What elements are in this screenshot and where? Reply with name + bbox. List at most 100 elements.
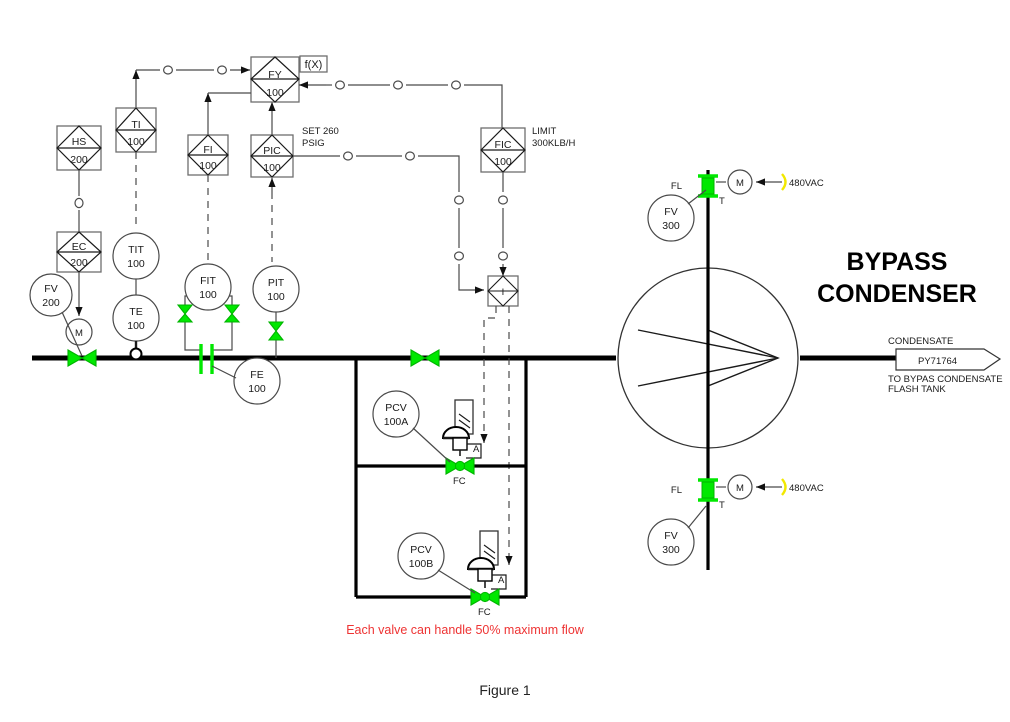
tit-100-tag: TIT (128, 244, 144, 256)
instrument-hs-200[interactable]: HS 200 (56, 125, 102, 171)
fic-100-number: 100 (494, 156, 512, 168)
fic-limit-line1: LIMIT (532, 126, 556, 137)
motor-fv200[interactable]: M (65, 318, 93, 346)
fv-200-number: 200 (42, 297, 60, 309)
valve-header-gate[interactable] (410, 349, 440, 367)
valve-fit-100-high-tap[interactable] (176, 304, 194, 323)
signal-fic-to-fy (299, 80, 503, 128)
tit-100-number: 100 (127, 258, 145, 270)
te-100-number: 100 (127, 320, 145, 332)
t-lower-label: T (719, 500, 725, 511)
signal-ti-to-fy (132, 65, 250, 108)
instrument-ip-converter[interactable]: I (487, 275, 519, 307)
instrument-pic-100[interactable]: PIC 100 (250, 134, 294, 178)
hs-200-tag: HS (72, 136, 87, 148)
pcv-100b-actuator-label: A (498, 575, 505, 586)
condensate-outlet-connector: CONDENSATE PY71764 TO BYPAS CONDENSATE F… (888, 336, 1003, 395)
fv-300-upper-tag: FV (664, 206, 677, 218)
fi-100-tag: FI (203, 144, 212, 156)
power-supply-upper: 480VAC (756, 173, 824, 191)
fe-100-tag: FE (250, 369, 263, 381)
fic-100-tag: FIC (495, 139, 512, 151)
pcv-100b-number: 100B (409, 558, 434, 570)
motor-fl-upper-label: M (736, 178, 744, 189)
instrument-pcv-100a[interactable]: PCV 100A (372, 390, 451, 463)
signal-pic-branch-to-ip (454, 176, 484, 294)
fi-100-number: 100 (199, 160, 217, 172)
instrument-fv-300-lower[interactable]: FV 300 (647, 505, 707, 566)
signal-fic-to-ip (498, 172, 509, 276)
instrument-fy-100[interactable]: FY 100 (250, 56, 300, 103)
fit-100-number: 100 (199, 289, 217, 301)
pic-setpoint-line1: SET 260 (302, 126, 339, 137)
instrument-te-100[interactable]: TE 100 (112, 294, 160, 342)
valve-fit-100-low-tap[interactable] (223, 304, 241, 323)
fv-300-lower-tag: FV (664, 530, 677, 542)
pic-100-number: 100 (263, 162, 281, 174)
te-100-tag: TE (129, 306, 142, 318)
outlet-service-label: CONDENSATE (888, 336, 953, 347)
pcv-100a-actuator-label: A (473, 444, 480, 455)
outlet-line-number: PY71764 (918, 356, 957, 367)
ec-200-number: 200 (70, 257, 88, 269)
instrument-fit-100[interactable]: FIT 100 (184, 263, 232, 311)
hs-200-number: 200 (70, 154, 88, 166)
fl-lower-label: FL (671, 485, 682, 496)
signal-pic-to-fic (293, 151, 460, 176)
ti-100-number: 100 (127, 136, 145, 148)
instrument-fe-100[interactable]: FE 100 (211, 357, 281, 405)
motor-fv200-label: M (75, 328, 83, 339)
valve-pit-100-isolation[interactable] (267, 321, 285, 341)
ec-200-tag: EC (72, 241, 87, 253)
title-line2: CONDENSER (817, 280, 977, 308)
control-valve-pcv-100a[interactable]: A FC (441, 399, 482, 487)
instrument-pcv-100b[interactable]: PCV 100B (397, 532, 476, 594)
valve-fv-200[interactable] (67, 349, 97, 367)
t-upper-label: T (719, 196, 725, 207)
power-supply-lower: 480VAC (756, 478, 824, 496)
valve-fl-lower[interactable]: FL T (671, 478, 725, 511)
instrument-pit-100[interactable]: PIT 100 (252, 265, 300, 313)
pic-100-setpoint-note: SET 260 PSIG (302, 126, 339, 149)
fv-200-tag: FV (44, 283, 57, 295)
instrument-fic-100[interactable]: FIC 100 (480, 127, 526, 173)
signal-hs-to-ec (74, 170, 84, 232)
outlet-destination-1: TO BYPAS CONDENSATE (888, 374, 1003, 385)
instrument-fv-300-upper[interactable]: FV 300 (647, 189, 707, 242)
instrument-fi-100[interactable]: FI 100 (187, 134, 229, 176)
pcv-100b-tag: PCV (410, 544, 432, 556)
fe-100-number: 100 (248, 383, 266, 395)
outlet-destination-2: FLASH TANK (888, 384, 946, 395)
signal-ip-to-pcv-100a (480, 306, 497, 443)
page-title: BYPASS CONDENSER (817, 248, 977, 308)
valve-fl-upper[interactable]: FL T (671, 174, 725, 207)
signal-fi-to-fy (204, 92, 251, 135)
red-note: Each valve can handle 50% maximum flow (346, 623, 585, 637)
ti-100-tag: TI (131, 119, 140, 131)
function-block-fx: f(X) (299, 55, 328, 73)
pcv-100a-tag: PCV (385, 402, 407, 414)
motor-fl-lower[interactable]: M (716, 474, 753, 500)
motor-fl-upper[interactable]: M (716, 169, 753, 195)
pcv-100a-number: 100A (384, 416, 409, 428)
fy-100-tag: FY (268, 69, 281, 81)
fy-100-number: 100 (266, 87, 284, 99)
title-line1: BYPASS (847, 248, 948, 276)
pcv-100b-fail-mode: FC (478, 607, 491, 618)
instrument-tit-100[interactable]: TIT 100 (112, 232, 160, 280)
fv-300-upper-number: 300 (662, 220, 680, 232)
fic-100-limit-note: LIMIT 300KLB/H (532, 126, 575, 149)
instrument-ti-100[interactable]: TI 100 (115, 107, 157, 153)
instrument-fv-200[interactable]: FV 200 (29, 273, 83, 357)
fit-100-tag: FIT (200, 275, 216, 287)
instrument-ec-200[interactable]: EC 200 (56, 231, 102, 273)
pit-100-number: 100 (267, 291, 285, 303)
motor-fl-lower-label: M (736, 483, 744, 494)
figure-caption: Figure 1 (479, 682, 531, 698)
control-valve-pcv-100b[interactable]: A FC (466, 530, 507, 618)
orifice-plate-fe-100 (199, 344, 214, 374)
fl-upper-label: FL (671, 181, 682, 192)
power-lower-label: 480VAC (789, 483, 824, 494)
